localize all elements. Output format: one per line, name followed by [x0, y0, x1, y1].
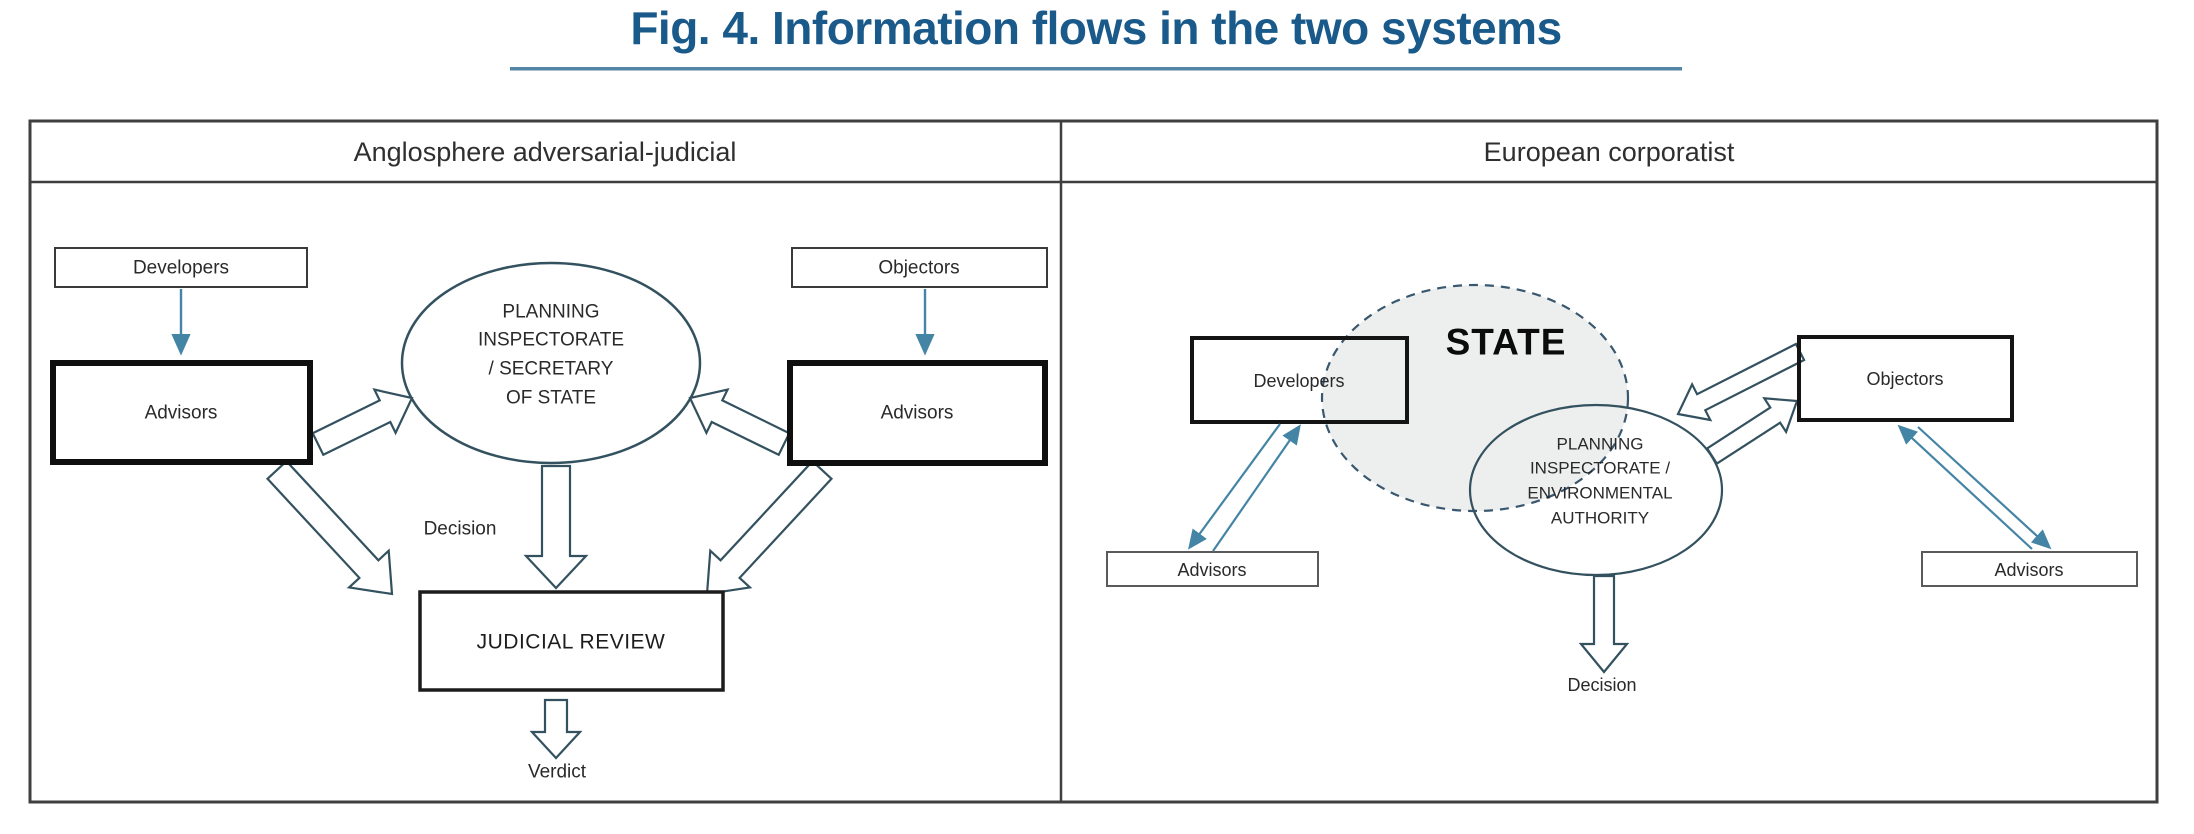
ellipse-line-1: PLANNING — [502, 302, 599, 323]
ellipse-line-4: OF STATE — [506, 388, 596, 409]
objectors-box-right-panel — [1797, 335, 2014, 422]
developers-label-right-panel: Developers — [1253, 371, 1344, 391]
arrow-developers-to-advisors-right-panel — [1188, 423, 1281, 550]
judicial-review-box — [418, 590, 725, 692]
verdict-label: Verdict — [528, 762, 587, 783]
arrow-objectors-to-advisors-right-panel — [1917, 426, 2052, 550]
objectors-label-left-panel: Objectors — [878, 258, 959, 279]
decision-label-left-panel: Decision — [424, 519, 497, 540]
block-arrow-judicial-review-to-verdict — [529, 698, 583, 760]
right-ellipse-line-4: AUTHORITY — [1551, 509, 1649, 528]
advisors-label-right-panel-left: Advisors — [1177, 560, 1246, 580]
block-arrow-inspectorate-to-judicial-review — [523, 464, 589, 590]
advisors-box-left — [50, 360, 313, 465]
left-panel-header: Anglosphere adversarial-judicial — [354, 137, 737, 167]
advisors-label-right-panel-right: Advisors — [1994, 560, 2063, 580]
right-panel-header: European corporatist — [1484, 137, 1735, 167]
block-arrow-authority-to-decision — [1578, 574, 1630, 674]
advisors-box-right-panel-right — [1921, 551, 2138, 587]
state-label: STATE — [1446, 322, 1567, 363]
title-underline — [510, 67, 1682, 71]
advisors-label-right: Advisors — [881, 403, 954, 424]
right-ellipse-line-2: INSPECTORATE / — [1530, 459, 1670, 478]
objectors-label-right-panel: Objectors — [1866, 369, 1943, 389]
advisors-label-left: Advisors — [145, 403, 218, 424]
developers-box-right-panel — [1190, 336, 1409, 424]
block-arrow-advisors-right-to-inspectorate — [688, 388, 791, 457]
right-ellipse-line-1: PLANNING — [1557, 435, 1644, 454]
ellipse-line-2: INSPECTORATE — [478, 330, 624, 351]
right-ellipse-line-3: ENVIRONMENTAL — [1527, 484, 1672, 503]
developers-box-left-panel — [54, 247, 308, 288]
decision-label-right-panel: Decision — [1567, 675, 1636, 695]
block-arrow-objectors-to-authority — [1676, 342, 1806, 422]
developers-label-left-panel: Developers — [133, 258, 229, 279]
objectors-box-left-panel — [791, 247, 1048, 288]
planning-inspectorate-ellipse — [400, 261, 702, 465]
advisors-box-right-panel-left — [1106, 551, 1319, 587]
arrow-advisors-to-developers-right-panel — [1212, 424, 1301, 552]
figure-title: Fig. 4. Information flows in the two sys… — [630, 2, 1561, 54]
block-arrow-authority-to-objectors — [1705, 397, 1799, 466]
block-arrow-advisors-left-to-judicial-review — [265, 459, 394, 596]
block-arrow-advisors-right-to-judicial-review — [705, 459, 834, 596]
judicial-review-label: JUDICIAL REVIEW — [477, 631, 666, 654]
table-outer-border — [28, 119, 2159, 804]
ellipse-line-3: / SECRETARY — [489, 359, 614, 380]
advisors-box-right — [787, 360, 1048, 466]
block-arrow-advisors-left-to-inspectorate — [311, 388, 414, 457]
arrow-advisors-to-objectors-right-panel — [1897, 424, 2033, 550]
